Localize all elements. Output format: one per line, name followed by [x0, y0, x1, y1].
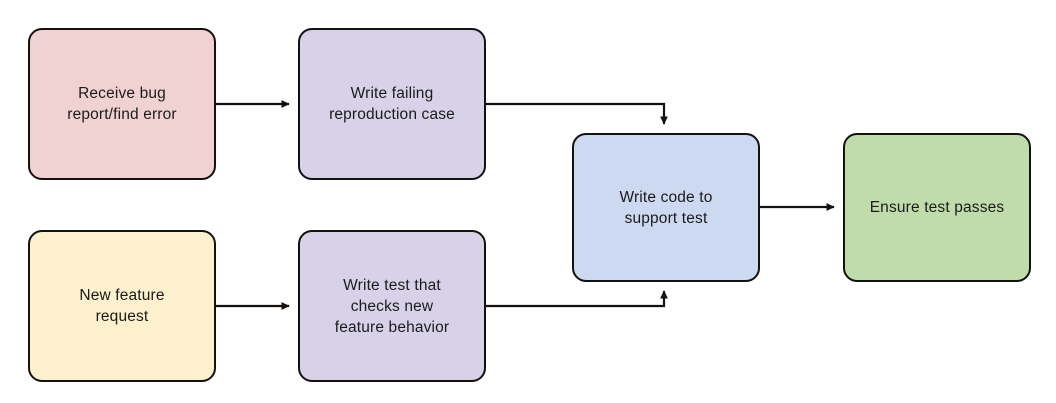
node-ensure-test-passes[interactable]: Ensure test passes [843, 133, 1031, 282]
node-write-test-checks-new-feature[interactable]: Write test that checks new feature behav… [298, 230, 486, 382]
node-receive-bug-report[interactable]: Receive bug report/find error [28, 28, 216, 180]
node-write-code-to-support-test[interactable]: Write code to support test [572, 133, 760, 282]
node-write-failing-reproduction-case[interactable]: Write failing reproduction case [298, 28, 486, 180]
connector-write-test-to-write-code [486, 290, 668, 308]
node-label: New feature request [79, 287, 165, 325]
node-label: Receive bug report/find error [67, 85, 177, 123]
connector-write-failing-to-write-code [486, 102, 668, 125]
node-new-feature-request[interactable]: New feature request [28, 230, 216, 382]
node-label: Write code to support test [619, 188, 713, 227]
node-label: Write failing reproduction case [329, 85, 455, 123]
node-label: Write test that checks new feature behav… [334, 276, 450, 336]
node-label: Ensure test passes [869, 199, 1005, 216]
